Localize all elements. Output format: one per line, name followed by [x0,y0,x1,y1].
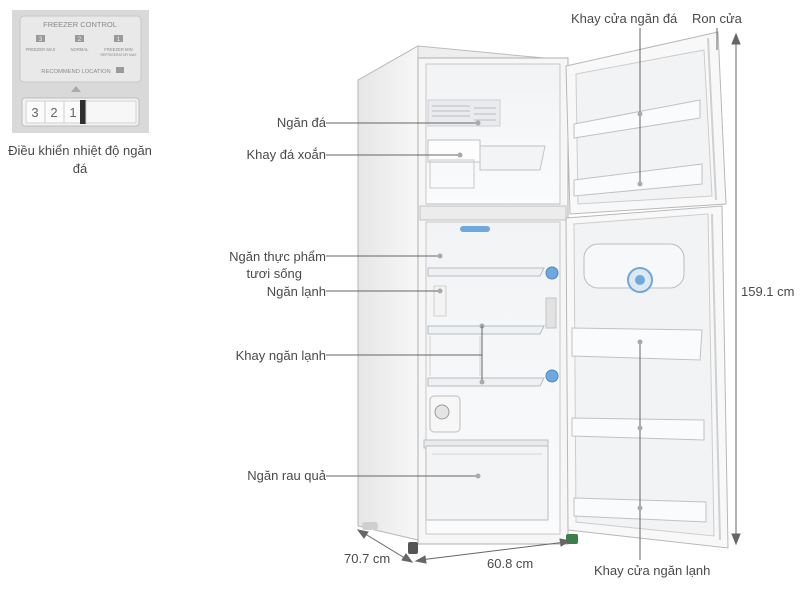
leader-lines [326,28,718,560]
mode-normal: NORMAL [71,47,90,52]
fridge-shelves [427,267,545,387]
dial-number-3: 3 [31,105,38,120]
mode-freezer-max: FREEZER MAX [26,47,56,52]
label-ngan-da: Ngăn đá [276,115,326,130]
label-ngan-thuc-pham-line1: Ngăn thực phẩm [229,249,326,264]
dial-number-2: 2 [50,105,57,120]
mode-number-1: 1 [117,37,121,43]
mode-number-2: 2 [78,37,82,43]
ice-twist-tray [427,139,481,163]
freezer-door-bin-lower [573,163,703,197]
fridge-feet [362,522,578,554]
label-khay-da-xoan: Khay đá xoắn [246,147,326,162]
mode-freezer-min: FREEZER MIN [104,47,132,52]
dial-indicator [80,100,86,124]
crisper-drawer [425,445,549,521]
label-khay-cua-ngan-lanh: Khay cửa ngăn lạnh [594,563,711,578]
fridge-light [460,226,490,232]
freezer-door [565,31,727,215]
freezer-compartment [425,63,561,205]
label-ron-cua: Ron cửa [692,11,742,26]
label-ngan-thuc-pham-line2: tươi sống [246,266,302,281]
panel-title: FREEZER CONTROL [43,20,117,29]
mode-number-3: 3 [39,37,43,43]
dimension-width: 60.8 cm [487,556,534,571]
label-khay-ngan-lanh: Khay ngăn lạnh [235,348,326,363]
mode-refrigerator-max: REFRIGERATOR MAX [100,53,137,57]
label-khay-cua-ngan-da: Khay cửa ngăn đá [571,11,678,26]
recommend-location: RECOMMEND LOCATION [41,69,110,75]
fridge-door [565,205,729,549]
inset-caption: Điều khiển nhiệt độ ngăn đá [8,143,152,176]
dimension-depth: 70.7 cm [344,551,391,566]
dimension-height: 159.1 cm [741,284,795,299]
label-ngan-lanh: Ngăn lạnh [266,284,326,299]
label-ngan-rau-qua: Ngăn rau quả [247,468,326,483]
dimension-lines [356,32,741,564]
freezer-door-bin-upper [573,99,701,139]
freezer-control-panel: FREEZER CONTROL 3 2 1 FREEZER MAX NORMAL… [12,10,149,133]
freezer-control-inset: FREEZER CONTROL 3 2 1 FREEZER MAX NORMAL… [12,10,149,133]
fridge-door-bin-1 [571,327,703,361]
cabinet-front [417,57,569,545]
dial-number-1: 1 [69,105,76,120]
